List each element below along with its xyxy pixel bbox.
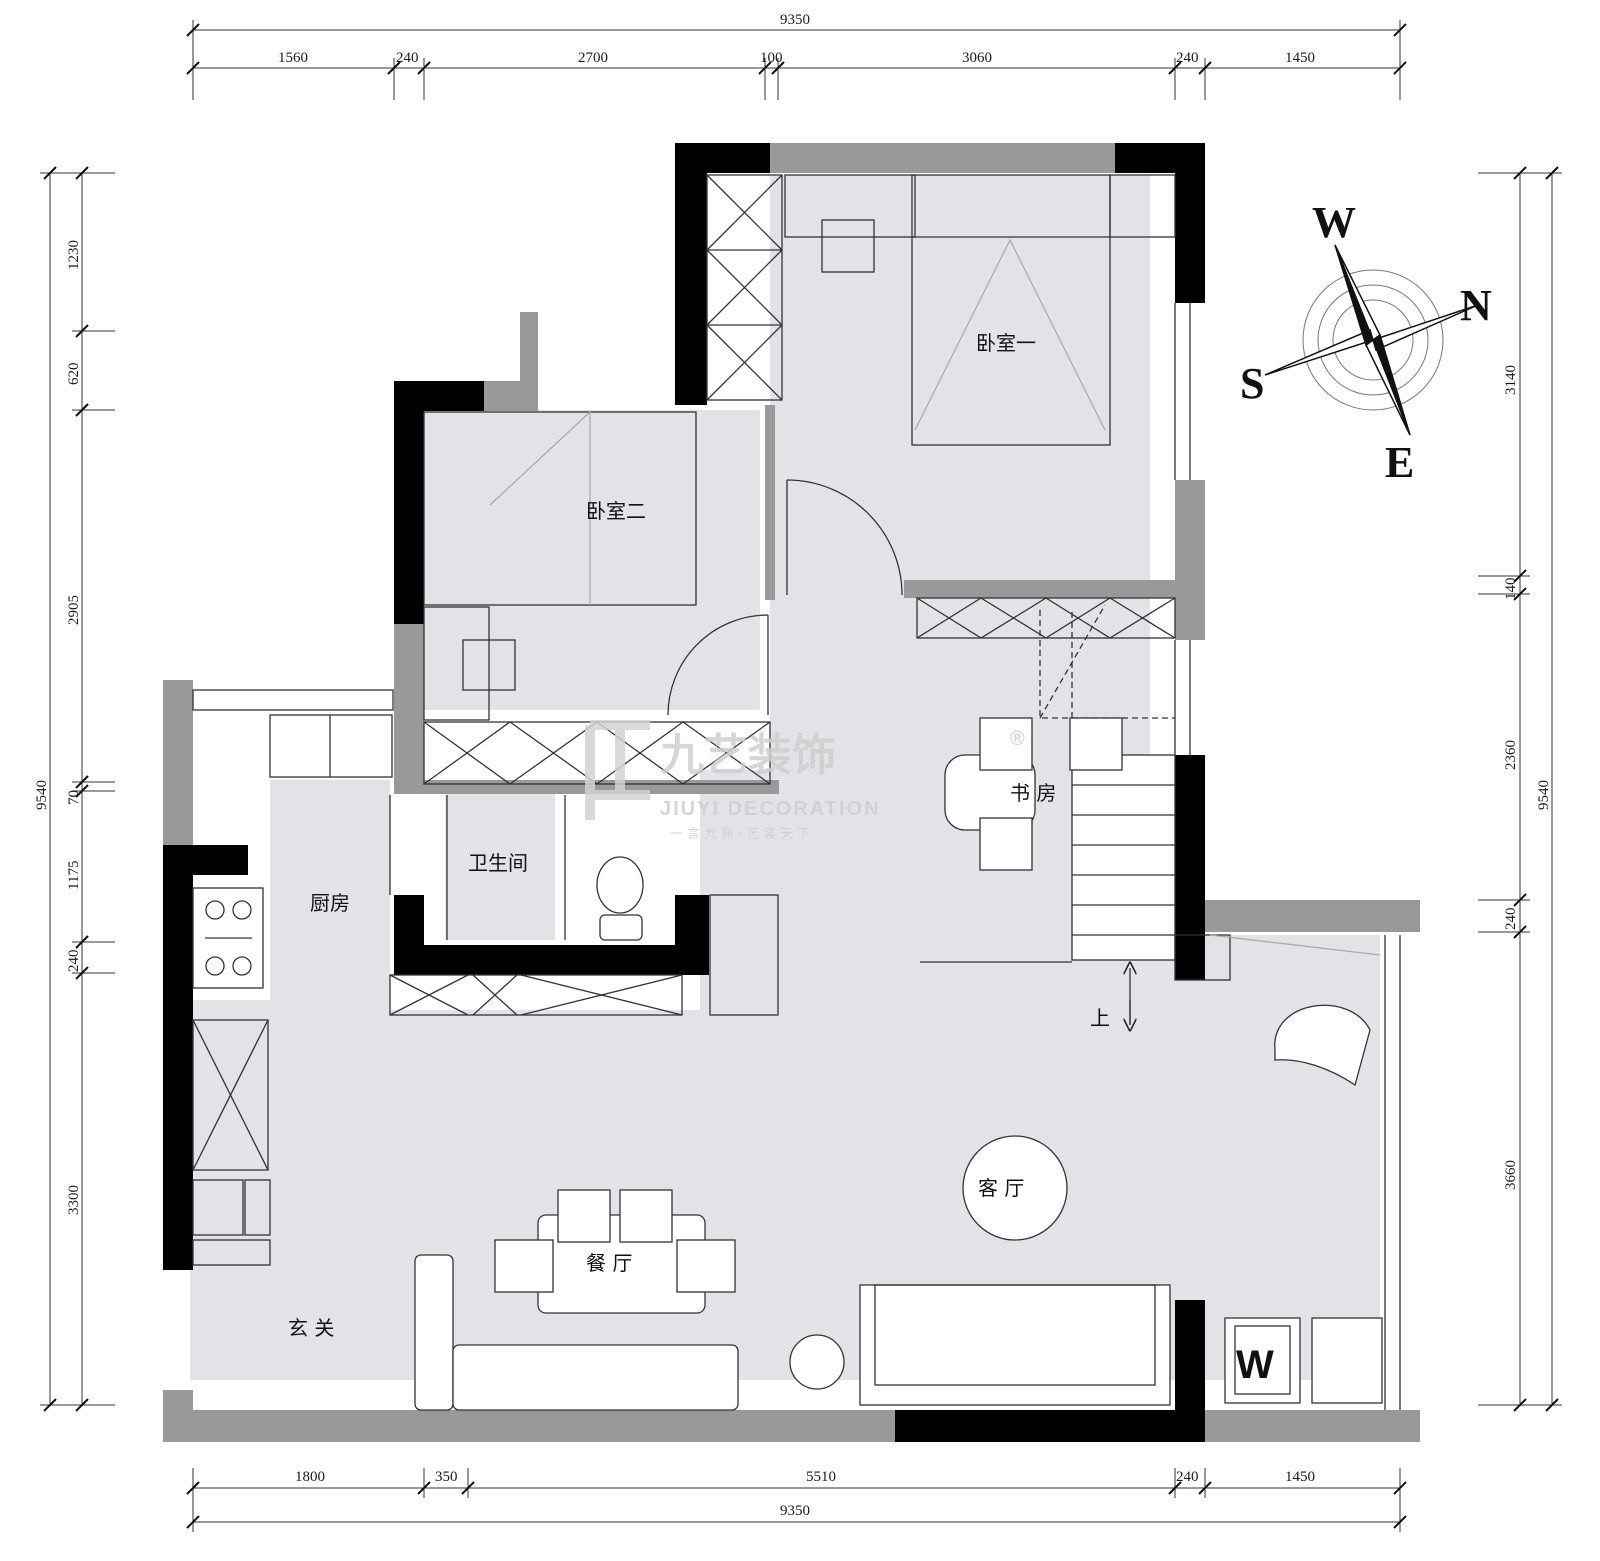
dim-left-total: 9540 [34, 780, 50, 810]
watermark-slogan: 一言九鼎·艺装天下 [670, 827, 814, 842]
dim-bottom-total: 9350 [780, 1503, 810, 1519]
walls-partition [163, 143, 1420, 1442]
dim-left-6: 3300 [66, 1185, 82, 1215]
dim-bottom-1: 350 [435, 1469, 458, 1485]
watermark-registered: ® [1010, 728, 1027, 750]
room-label-living: 客 厅 [978, 1176, 1024, 1200]
compass-south-label: S [1240, 359, 1264, 408]
dim-bottom-3: 240 [1176, 1469, 1199, 1485]
dim-left-1: 620 [66, 363, 82, 386]
dim-top-6: 1450 [1285, 50, 1315, 66]
dim-left-5: 240 [66, 950, 82, 973]
dim-bottom-2: 5510 [806, 1469, 836, 1485]
room-label-study: 书 房 [1010, 781, 1056, 805]
watermark-english: JIUYI DECORATION [660, 798, 881, 820]
compass-east-label: E [1385, 438, 1414, 487]
dim-bottom-0: 1800 [295, 1469, 325, 1485]
dim-top-total: 9350 [780, 12, 810, 28]
dim-right-total: 9540 [1536, 780, 1552, 810]
walls-load-bearing [163, 143, 1205, 1442]
dimension-labels: 9350 1560 240 2700 100 3060 240 1450 180… [34, 12, 1552, 1519]
room-label-entry: 玄 关 [288, 1316, 334, 1340]
dim-right-2: 2360 [1503, 740, 1519, 770]
dim-right-1: 140 [1503, 578, 1519, 601]
dim-top-2: 2700 [578, 50, 608, 66]
stair-up-label: 上 [1090, 1006, 1110, 1030]
room-label-bathroom: 卫生间 [468, 851, 528, 875]
dim-top-5: 240 [1176, 50, 1199, 66]
dim-top-0: 1560 [278, 50, 308, 66]
dim-right-0: 3140 [1503, 365, 1519, 395]
compass-needle-icon [1264, 244, 1479, 436]
dim-left-3: 70 [66, 790, 82, 805]
dim-left-2: 2905 [66, 595, 82, 625]
dim-left-4: 1175 [66, 861, 82, 890]
dim-top-1: 240 [396, 50, 419, 66]
washer-label: W [1236, 1343, 1274, 1387]
dim-left-0: 1230 [66, 240, 82, 270]
dim-top-3: 100 [760, 50, 783, 66]
floor-area [190, 175, 1380, 1380]
dim-right-4: 3660 [1503, 1160, 1519, 1190]
compass-west-label: W [1312, 198, 1356, 247]
watermark-logo: 九艺装饰 ® JIUYI DECORATION 一言九鼎·艺装天下 [585, 720, 1027, 842]
room-label-bedroom2: 卧室二 [586, 499, 646, 523]
room-labels: 卧室一 卧室二 书 房 卫生间 厨房 客 厅 餐 厅 玄 关 上 W [288, 331, 1274, 1387]
dimension-ticks [43, 23, 1559, 1529]
room-label-dining: 餐 厅 [586, 1251, 632, 1275]
compass-rose: W N S E [1240, 198, 1492, 487]
interior-lines [192, 174, 1401, 1411]
dim-top-4: 3060 [962, 50, 992, 66]
dim-bottom-4: 1450 [1285, 1469, 1315, 1485]
room-label-bedroom1: 卧室一 [976, 331, 1036, 355]
room-label-kitchen: 厨房 [310, 891, 350, 915]
compass-north-label: N [1460, 281, 1492, 330]
watermark-name: 九艺装饰 [660, 730, 836, 781]
dim-right-3: 240 [1503, 908, 1519, 931]
